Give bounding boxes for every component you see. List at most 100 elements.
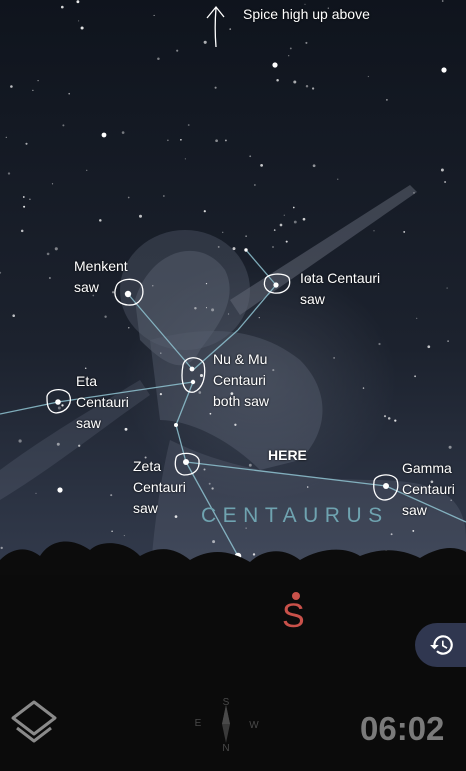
faint-star (10, 85, 13, 88)
south-marker-dot (292, 592, 300, 600)
faint-star (139, 214, 142, 218)
star-eta (55, 399, 61, 405)
faint-star (279, 223, 283, 227)
faint-star (29, 198, 31, 200)
faint-star (224, 139, 227, 142)
faint-star (416, 317, 418, 319)
layers-icon[interactable] (9, 698, 59, 748)
faint-star (62, 124, 65, 127)
faint-star (78, 20, 80, 22)
faint-star (305, 85, 309, 88)
faint-star (272, 246, 274, 248)
star-nu (189, 366, 195, 372)
faint-star (86, 169, 88, 171)
faint-star (110, 494, 113, 497)
faint-star (176, 49, 179, 52)
faint-star (312, 164, 316, 168)
faint-star (25, 142, 28, 145)
star-iota (273, 282, 279, 288)
faint-star (199, 373, 204, 378)
faint-star (184, 158, 186, 160)
faint-star (78, 444, 81, 447)
faint-star (212, 540, 216, 544)
faint-star (272, 369, 275, 372)
compass-w: W (249, 720, 259, 731)
faint-star (311, 87, 315, 90)
faint-star (306, 486, 309, 488)
history-button[interactable] (415, 623, 466, 667)
ground-treeline (0, 541, 466, 771)
constellation-name: CENTAURUS (201, 504, 389, 527)
faint-star (394, 419, 397, 422)
faint-star (260, 164, 263, 167)
faint-star (127, 196, 130, 199)
faint-star (211, 308, 215, 312)
faint-star (121, 131, 125, 134)
faint-star (217, 245, 220, 248)
faint-star (205, 307, 208, 309)
faint-star (35, 492, 37, 494)
faint-star (37, 79, 39, 82)
star-zeta (183, 459, 189, 465)
faint-star (117, 264, 119, 267)
faint-star (427, 345, 431, 349)
faint-star (448, 445, 452, 449)
faint-star (450, 499, 452, 502)
spice-annotation: Spice high up above (243, 6, 370, 22)
faint-star (198, 391, 202, 394)
faint-star (337, 178, 339, 180)
faint-star (61, 404, 64, 407)
cardinal-south-label: S (282, 597, 305, 635)
faint-star (104, 315, 107, 318)
faint-star (157, 57, 160, 60)
faint-star (22, 196, 25, 198)
faint-star (257, 12, 260, 15)
faint-star (203, 210, 206, 213)
faint-star (446, 287, 448, 289)
faint-star (54, 247, 58, 251)
faint-star (283, 214, 285, 216)
faint-star (232, 247, 236, 251)
faint-star (362, 387, 365, 389)
faint-star (80, 26, 84, 30)
compass-icon[interactable]: S E W N (190, 695, 262, 753)
hand-drawn-circles (46, 273, 399, 501)
faint-star (144, 456, 147, 459)
faint-star (159, 392, 163, 396)
faint-star (57, 406, 61, 410)
faint-star (60, 5, 64, 9)
faint-star (211, 487, 214, 490)
faint-star (440, 168, 444, 172)
faint-star (414, 375, 416, 378)
faint-star (203, 40, 207, 44)
faint-star (194, 306, 197, 310)
star-mu (190, 379, 196, 385)
eta-annotation: Eta Centauri saw (76, 373, 129, 431)
faint-star (292, 206, 295, 209)
history-icon (430, 635, 453, 655)
faint-star (128, 327, 130, 329)
faint-star (276, 79, 279, 82)
faint-star (252, 553, 256, 556)
faint-star (20, 229, 24, 233)
faint-star (293, 80, 297, 84)
faint-star (285, 240, 288, 243)
faint-star (441, 0, 444, 2)
faint-star (229, 28, 232, 30)
faint-star (378, 342, 381, 346)
faint-star (249, 155, 252, 158)
up-arrow-icon (206, 5, 225, 48)
compass-n: N (222, 743, 229, 753)
faint-star (234, 423, 237, 426)
faint-star (68, 92, 70, 95)
faint-star (23, 205, 26, 208)
faint-star (230, 392, 234, 395)
faint-star (305, 41, 308, 44)
faint-star (111, 530, 113, 533)
compass-e: E (195, 718, 202, 729)
faint-star (48, 277, 51, 279)
faint-star (205, 283, 208, 285)
faint-star (293, 220, 297, 224)
faint-star (340, 274, 343, 277)
